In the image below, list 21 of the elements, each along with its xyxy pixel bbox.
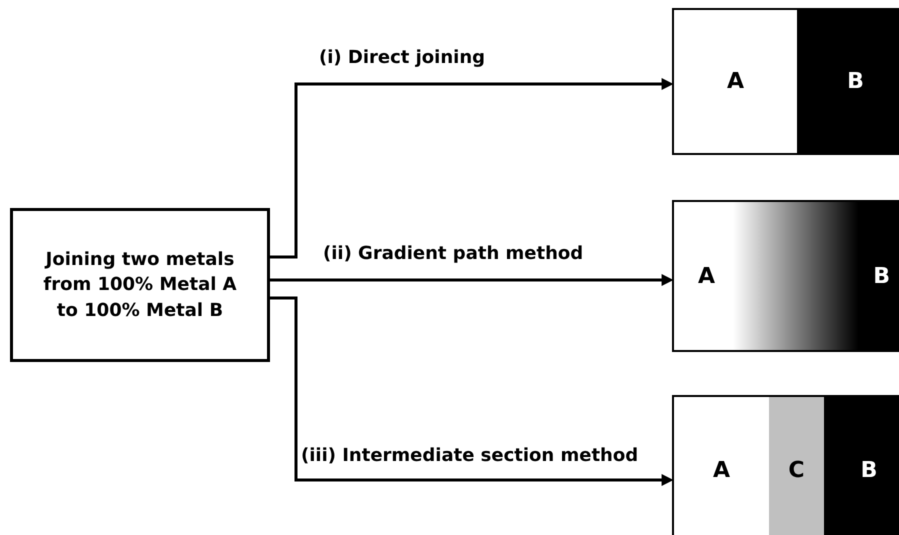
joint-bar (672, 395, 899, 535)
metal-label: B (873, 264, 890, 288)
metal-section (769, 397, 824, 535)
metal-label: C (788, 458, 805, 482)
metal-section (824, 397, 899, 535)
process-box (10, 208, 270, 362)
gradient-bar (672, 200, 899, 352)
edge-label: (iii) Intermediate section method (300, 446, 640, 466)
metal-section (797, 10, 899, 153)
edge-label: (i) Direct joining (318, 48, 486, 68)
metal-label: A (726, 69, 744, 94)
edge-label: (ii) Gradient path method (322, 244, 584, 264)
joint-bar (672, 8, 899, 155)
box-text: Joining two metals from 100% Metal A to 100% Metal B (42, 248, 238, 323)
arrow (270, 274, 674, 286)
metal-label: A (712, 458, 730, 482)
metal-label: A (698, 264, 716, 288)
metal-label: B (860, 458, 878, 482)
metal-label: B (847, 69, 864, 94)
arrow (270, 296, 674, 486)
arrow (270, 78, 674, 258)
